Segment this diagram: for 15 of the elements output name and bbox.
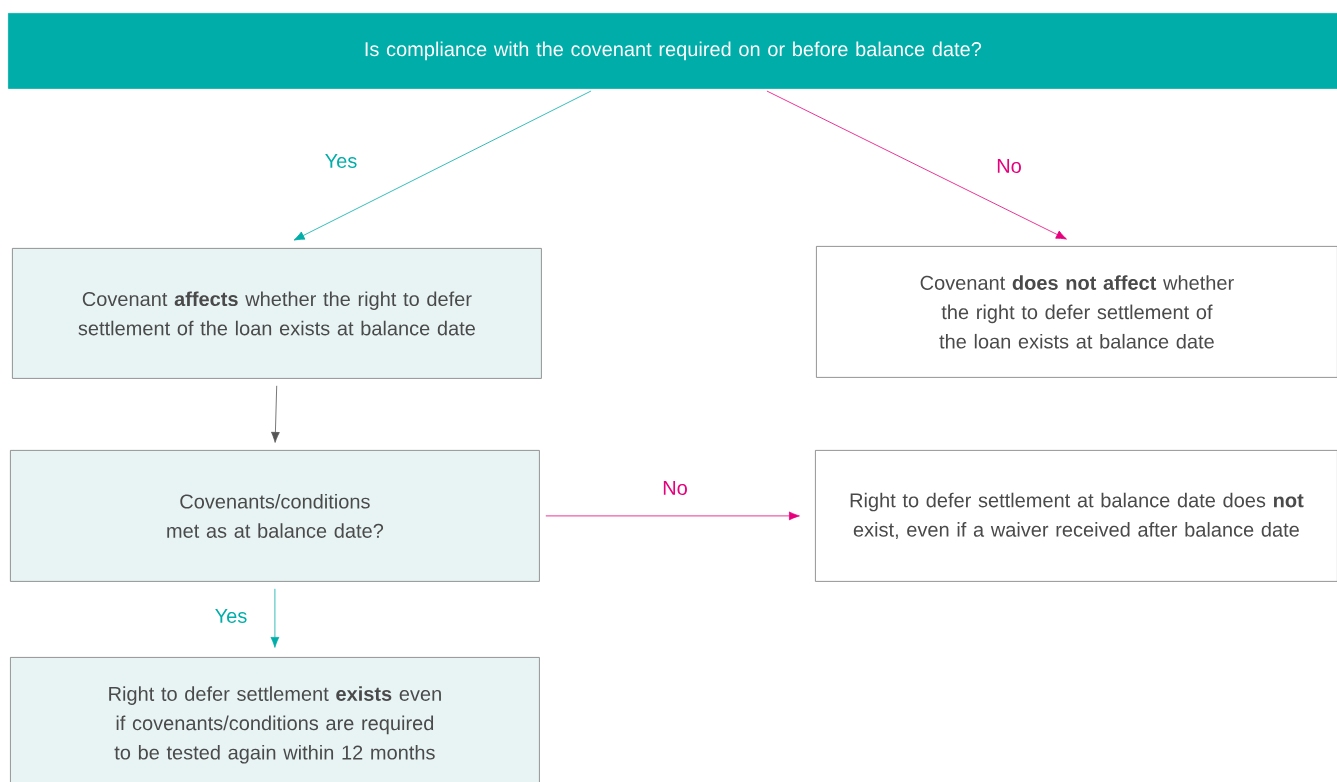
process-box: Covenant affects whether the right to defer settlement of the loan exists at balance date <box>12 248 542 379</box>
arrow <box>766 90 1067 240</box>
arrow <box>293 90 592 241</box>
edge-label: No <box>997 159 1021 173</box>
edge-label: No <box>663 481 687 495</box>
process-box: Covenants/conditions met as at balance date? <box>10 450 540 582</box>
edge-label: Yes <box>325 154 357 168</box>
process-box: Covenant does not affect whether the right to defer settlement of the loan exists at balance date <box>816 246 1337 378</box>
arrow <box>545 511 800 521</box>
process-box: Right to defer settlement at balance date does not exist, even if a waiver received after balance date <box>815 450 1337 582</box>
title-band: Is compliance with the covenant required on or before balance date? <box>8 13 1337 89</box>
process-box: Right to defer settlement exists even if covenants/conditions are required to be tested again within 12 months <box>10 657 540 782</box>
edge-label: Yes <box>215 609 247 623</box>
arrow <box>270 588 280 648</box>
arrow <box>271 385 280 443</box>
